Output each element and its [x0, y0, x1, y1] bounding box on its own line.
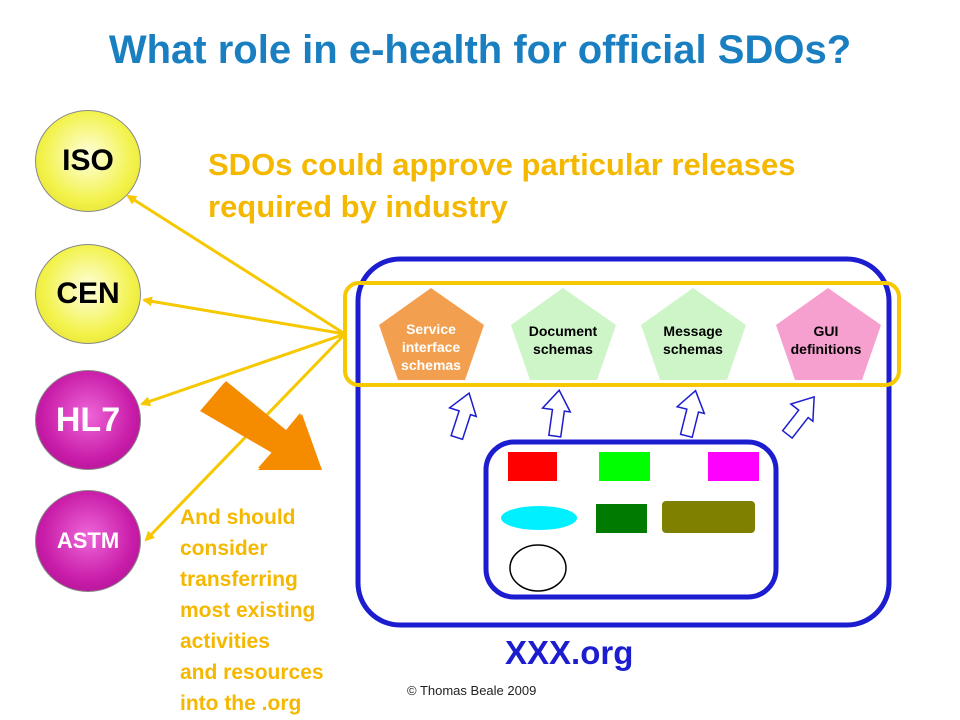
sdo-cen-label: CEN — [56, 277, 120, 310]
build-arrow — [448, 391, 478, 441]
copyright: © Thomas Beale 2009 — [407, 683, 537, 698]
sdo-astm-circle: ASTM — [35, 490, 141, 592]
arrow-to-iso — [126, 194, 346, 336]
subtitle: SDOs could approve particular releases r… — [208, 144, 948, 228]
artefact-label: GUI definitions — [790, 323, 862, 357]
build-arrows — [448, 388, 815, 441]
resource-darkgreen — [596, 504, 647, 533]
transfer-note: And should consider transferring most ex… — [180, 506, 324, 715]
arrow-to-cen — [142, 296, 346, 336]
resource-lime — [599, 452, 650, 481]
resource-red — [508, 452, 557, 481]
subtitle-line: SDOs could approve particular releases — [208, 147, 796, 182]
sdo-iso-circle: ISO — [35, 110, 141, 212]
resource-cyan — [501, 506, 577, 530]
artefact-label: Message schemas — [663, 323, 723, 357]
build-arrow — [541, 388, 572, 438]
resource-white — [509, 544, 567, 592]
sdo-hl7-circle: HL7 — [35, 370, 141, 470]
subtitle-line: required by industry — [208, 189, 508, 224]
build-arrow — [781, 395, 815, 440]
arrow-to-hl7 — [140, 332, 346, 407]
sdo-hl7-label: HL7 — [55, 400, 121, 439]
artefact-pentagon — [641, 288, 746, 380]
resource-olive — [662, 501, 755, 533]
artefact-pentagon — [776, 288, 881, 380]
artefact-label: Service interface schemas — [401, 321, 461, 370]
page-title: What role in e-health for official SDOs? — [108, 28, 852, 72]
resources-box — [483, 439, 779, 600]
artefact-pentagon — [511, 288, 616, 380]
sdo-iso-label: ISO — [62, 144, 114, 177]
build-arrow — [675, 389, 706, 439]
artefact-pentagon — [379, 288, 484, 380]
sdo-astm-label: ASTM — [56, 528, 120, 553]
sdo-cen-circle: CEN — [35, 244, 141, 344]
org-label: XXX.org — [505, 634, 634, 671]
resource-magenta — [708, 452, 759, 481]
artefact-label: Document schemas — [528, 323, 598, 357]
org-boundary — [355, 256, 892, 628]
